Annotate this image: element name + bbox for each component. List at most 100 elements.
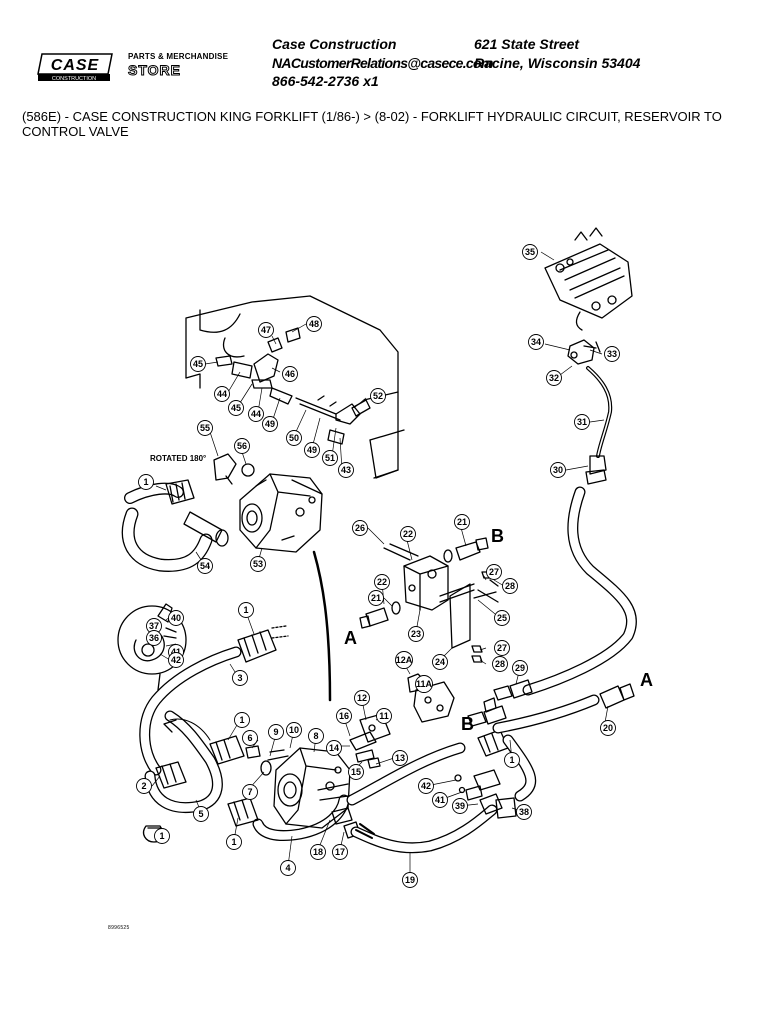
callout-1[interactable]: 1 [238,602,254,618]
callout-34[interactable]: 34 [528,334,544,350]
callout-27[interactable]: 27 [494,640,510,656]
callout-28[interactable]: 28 [502,578,518,594]
callout-7[interactable]: 7 [242,784,258,800]
callout-36[interactable]: 36 [146,630,162,646]
callout-number: 35 [525,247,535,257]
callout-8[interactable]: 8 [308,728,324,744]
callout-32[interactable]: 32 [546,370,562,386]
callout-5[interactable]: 5 [193,806,209,822]
callout-12A[interactable]: 12A [395,651,413,669]
callout-22[interactable]: 22 [400,526,416,542]
callout-42[interactable]: 42 [168,652,184,668]
callout-11A[interactable]: 11A [415,675,433,693]
callout-circle [238,602,254,618]
port-label-a-left: A [344,628,357,648]
callout-number: 27 [489,567,499,577]
callout-45[interactable]: 45 [228,400,244,416]
hose-1-left-lower [155,761,187,789]
callout-38[interactable]: 38 [516,804,532,820]
callout-29[interactable]: 29 [512,660,528,676]
callout-43[interactable]: 43 [338,462,354,478]
callout-46[interactable]: 46 [282,366,298,382]
callout-6[interactable]: 6 [242,730,258,746]
callout-18[interactable]: 18 [310,844,326,860]
callout-1[interactable]: 1 [138,474,154,490]
callout-3[interactable]: 3 [232,670,248,686]
callout-41[interactable]: 41 [432,792,448,808]
callout-circle [304,442,320,458]
callout-13[interactable]: 13 [392,750,408,766]
callout-50[interactable]: 50 [286,430,302,446]
callout-circle [258,322,274,338]
callout-53[interactable]: 53 [250,556,266,572]
callout-42[interactable]: 42 [418,778,434,794]
callout-20[interactable]: 20 [600,720,616,736]
callout-9[interactable]: 9 [268,724,284,740]
callout-circle [193,806,209,822]
callout-40[interactable]: 40 [168,610,184,626]
callout-number: 12A [396,655,413,665]
callout-4[interactable]: 4 [280,860,296,876]
store-line-1: PARTS & MERCHANDISE [128,52,229,61]
callout-number: 24 [435,657,445,667]
callout-19[interactable]: 19 [402,872,418,888]
callout-35[interactable]: 35 [522,244,538,260]
callout-16[interactable]: 16 [336,708,352,724]
callout-12[interactable]: 12 [354,690,370,706]
callout-51[interactable]: 51 [322,450,338,466]
callout-31[interactable]: 31 [574,414,590,430]
callout-14[interactable]: 14 [326,740,342,756]
callout-1[interactable]: 1 [226,834,242,850]
callout-11[interactable]: 11 [376,708,392,724]
callout-52[interactable]: 52 [370,388,386,404]
callout-49[interactable]: 49 [262,416,278,432]
callout-49[interactable]: 49 [304,442,320,458]
callout-21[interactable]: 21 [368,590,384,606]
callout-56[interactable]: 56 [234,438,250,454]
callout-number: 25 [497,613,507,623]
callout-2[interactable]: 2 [136,778,152,794]
pump-mount-bracket [185,295,405,479]
callout-28[interactable]: 28 [492,656,508,672]
callout-15[interactable]: 15 [348,764,364,780]
callout-number: 19 [405,875,415,885]
callout-1[interactable]: 1 [234,712,250,728]
port-label-a-right: A [640,670,653,690]
suction-tube-54 [121,482,229,572]
callout-55[interactable]: 55 [197,420,213,436]
callout-23[interactable]: 23 [408,626,424,642]
callout-48[interactable]: 48 [306,316,322,332]
callout-circle [282,366,298,382]
callout-39[interactable]: 39 [452,798,468,814]
callout-21[interactable]: 21 [454,514,470,530]
callout-22[interactable]: 22 [374,574,390,590]
callout-number: 39 [455,801,465,811]
callout-27[interactable]: 27 [486,564,502,580]
contact-email[interactable]: NACustomerRelations@casece.com [272,54,493,71]
callout-44[interactable]: 44 [248,406,264,422]
callout-circle [332,844,348,860]
callout-1[interactable]: 1 [154,828,170,844]
callout-17[interactable]: 17 [332,844,348,860]
logo-subtext: CONSTRUCTION [52,76,96,82]
callout-33[interactable]: 33 [604,346,620,362]
callout-number: 49 [307,445,317,455]
callout-44[interactable]: 44 [214,386,230,402]
callout-1[interactable]: 1 [504,752,520,768]
callout-25[interactable]: 25 [494,610,510,626]
callout-number: 33 [607,349,617,359]
callout-54[interactable]: 54 [197,558,213,574]
callout-45[interactable]: 45 [190,356,206,372]
callout-circle [226,834,242,850]
callout-circle [306,316,322,332]
callout-circle [546,370,562,386]
callout-24[interactable]: 24 [432,654,448,670]
callout-number: 11A [416,679,433,689]
contact-phone[interactable]: 866-542-2736 x1 [272,73,379,89]
callout-30[interactable]: 30 [550,462,566,478]
callout-26[interactable]: 26 [352,520,368,536]
callout-47[interactable]: 47 [258,322,274,338]
callout-circle [242,784,258,800]
callout-10[interactable]: 10 [286,722,302,738]
